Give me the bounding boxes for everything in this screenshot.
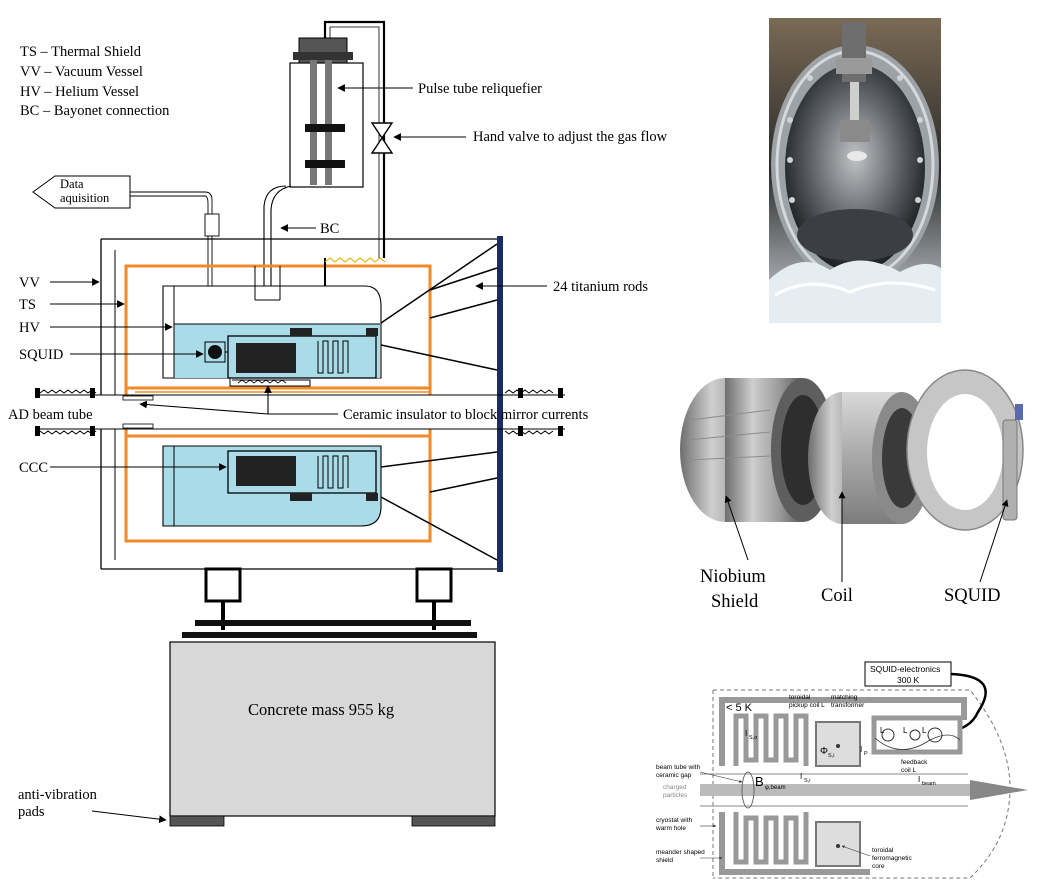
ccc-lower [227,450,378,501]
label-feedback-line1: feedback [901,759,928,766]
data-acquisition-tag: Data aquisition [32,175,220,345]
label-is-i: I [800,772,802,781]
label-pulse-tube: Pulse tube reliquefier [418,81,542,97]
label-ip: I [860,745,862,754]
legend: TS – Thermal Shield VV – Vacuum Vessel H… [20,44,170,119]
label-pickup-line1: toroidal [789,694,811,701]
label-charged-line1: charged [663,784,687,791]
pad-left [169,815,225,827]
label-titanium-rods: 24 titanium rods [553,279,648,295]
label-charged-line2: particles [663,792,688,799]
label-bc: BC [320,221,339,237]
concrete-mass: Concrete mass 955 kg [169,641,496,827]
side-labels: VV TS HV SQUID AD beam tube CCC [8,275,93,476]
label-ibeam: I [918,775,920,784]
label-hv: HV [19,320,40,336]
label-ip-sub: P [864,751,868,757]
end-flange [497,236,503,572]
label-pickup-line2: pickup coil L [789,702,825,709]
cryostat-supports [182,567,477,638]
photo2-labels: Niobium Shield Coil SQUID [700,567,1001,612]
label-matching-line1: matching [831,694,858,701]
side-arrows [50,278,227,471]
bayonet-inner [254,257,386,301]
label-is-o: I [745,729,747,738]
label-cryostat-line1: cryostat with [656,817,693,824]
pulse-tube-reliquefier [263,20,394,300]
label-ceramic-insulator: Ceramic insulator to block mirror curren… [343,407,589,423]
label-beamtube-line1: beam tube with [656,764,700,771]
photo-ccc-components [680,369,1024,531]
label-squid: SQUID [19,347,63,363]
label-coil: Coil [821,586,853,606]
ccc-upper [204,328,378,387]
label-ts: TS [19,297,36,313]
label-b-field: B [755,774,764,789]
helium-vessel [162,285,382,527]
label-lt2: L [903,726,908,735]
label-hand-valve: Hand valve to adjust the gas flow [473,129,668,145]
label-cryostat-line2: warm hole [655,825,686,832]
beam-tube [35,388,565,436]
titanium-rods [380,243,498,561]
vacuum-vessel [100,236,503,572]
label-meander-line2: shield [656,857,673,864]
label-is-o-sub: S,o [749,735,757,741]
label-ibeam-sub: beam [922,781,936,787]
label-electronics-line1: SQUID-electronics [870,664,940,674]
label-niobium-line2: Shield [711,592,759,612]
label-ferro-line2: ferromagnetic [872,855,912,862]
label-beamtube-line2: ceramic gap [656,772,692,779]
legend-hv: HV – Helium Vessel [20,84,139,100]
label-meander-line1: meander shaped [656,849,705,856]
label-ad-beam-tube: AD beam tube [8,407,93,423]
legend-bc: BC – Bayonet connection [20,103,170,119]
ccc-schematic: SQUID-electronics 300 K < 5 K toroidal p… [655,661,1028,879]
label-is-i-sub: S,i [804,778,810,784]
label-b-sub: φ,beam [765,785,786,791]
label-niobium-line1: Niobium [700,567,766,587]
label-concrete: Concrete mass 955 kg [248,700,394,719]
photo2-arrows [724,491,1009,583]
label-lt1: L [880,726,885,735]
label-pads-line1: anti-vibration [18,787,98,803]
label-electronics-line2: 300 K [897,675,920,685]
pad-right [411,815,496,827]
thermal-shield [124,264,432,543]
label-ccc: CCC [19,460,48,476]
label-data-line1: Data [60,177,84,191]
label-data-line2: aquisition [60,191,110,205]
label-phi-sub: S,i [828,753,834,759]
arrow-ceramic [139,385,338,415]
label-ferro-line1: toroidal [872,847,894,854]
photo-cryostat-interior [769,18,941,323]
arrow-pads [91,810,167,823]
label-ferro-line3: core [872,863,885,870]
label-squid-photo: SQUID [944,586,1001,606]
label-li: L [922,726,927,735]
label-pads-line2: pads [18,804,45,820]
label-feedback-line2: coil L [901,767,917,774]
legend-vv: VV – Vacuum Vessel [20,64,143,80]
label-temp: < 5 K [726,702,753,714]
label-phi: Φ [820,746,828,757]
label-matching-line2: transformer [831,702,865,709]
label-vv: VV [19,275,40,291]
legend-ts: TS – Thermal Shield [20,44,142,60]
